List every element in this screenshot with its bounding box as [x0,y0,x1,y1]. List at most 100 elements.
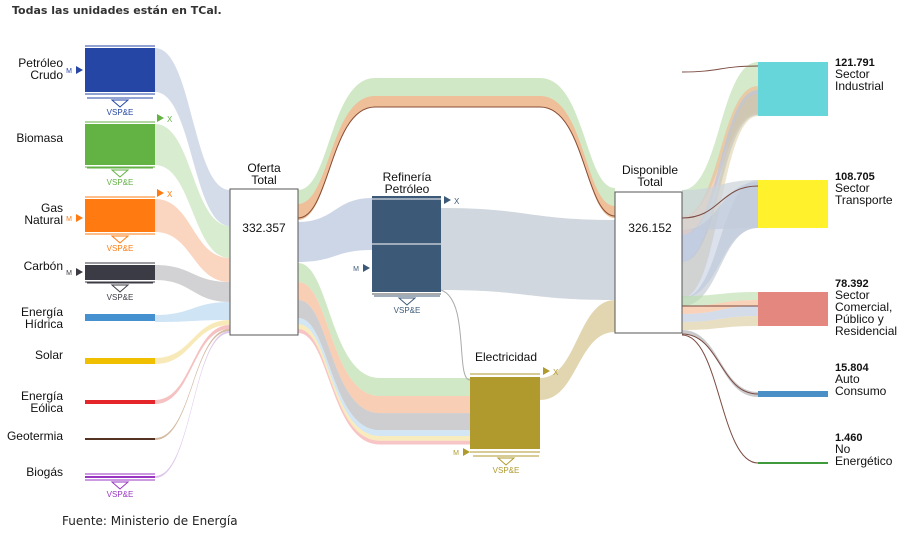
node-gas [85,199,155,232]
value-autoconsumo: 15.804 [835,362,870,374]
label-comercial-1: Comercial, [835,300,892,314]
label-geotermia-0: Geotermia [7,429,63,443]
vsp-petroleo-label: VSP&E [107,108,134,117]
node-petroleo [85,48,155,92]
label-noenergetico-0: No [835,442,851,456]
flow-edge-noenergetico [681,334,759,464]
node-solar [85,358,155,364]
label-electricidad: Electricidad [475,350,537,364]
tag-m-carbon-arrow [76,268,83,276]
label-biomasa-0: Biomasa [16,131,63,145]
tag-x-refineria-arrow [444,196,451,204]
flow-oferta-electricidad-0 [298,263,470,397]
node-geotermia [85,438,155,440]
node-disponible-total [614,191,683,334]
vsp-biogas-label: VSP&E [107,490,134,499]
label-gas-0: Gas [41,201,63,215]
node-carbon [85,265,155,280]
label-hidrica-0: Energía [21,305,63,319]
flow-oferta-electricidad-3 [298,318,470,436]
flow-edge-autoconsumo [681,333,759,395]
node-biogas [85,476,155,478]
flow-source-6 [155,325,230,404]
label-noenergetico-1: Energético [835,454,893,468]
tag-x-refineria: X [454,197,460,206]
label-industrial-1: Industrial [835,79,884,93]
tag-x-biomasa: X [167,115,173,124]
vsp-electricidad-label: VSP&E [493,466,520,475]
flow-source-1 [155,124,230,258]
vsp-biomasa-mark [110,169,130,178]
tag-m-carbon: M [66,270,72,277]
label-industrial-0: Sector [835,67,870,81]
label-petroleo-0: Petróleo [18,56,63,70]
vsp-gas-mark [110,235,130,244]
tag-m-gas: M [66,216,72,223]
vsp-refineria-label: VSP&E [394,306,421,315]
flow-source-7 [155,329,230,440]
flow-disp-industrial-2 [682,90,758,262]
flow-electricidad-disponible [540,300,615,400]
label-disponible-1: Total [637,175,662,189]
node-hidrica [85,314,155,321]
label-comercial-3: Residencial [835,324,897,338]
units-note: Todas las unidades están en TCal. [12,4,222,17]
flow-disp-comercial-0 [682,292,758,306]
flow-oferta-electricidad-2 [298,300,470,431]
label-transporte-1: Transporte [835,193,893,207]
tag-x-electricidad: X [553,368,559,377]
label-carbon-0: Carbón [24,259,63,273]
flow-disp-comercial-3 [682,316,758,330]
flow-refineria-electricidad [440,289,471,381]
value-comercial: 78.392 [835,278,869,290]
node-electricidad [470,377,540,449]
tag-x-biomasa-arrow [157,114,164,122]
label-eolica-1: Eólica [30,401,63,415]
node-industrial [758,62,828,116]
value-oferta-total: 332.357 [242,221,286,235]
tag-x-gas-arrow [157,189,164,197]
tag-m-gas-arrow [76,214,83,222]
label-biogas-0: Biogás [26,465,63,479]
label-oferta-1: Total [251,173,276,187]
node-noenergetico [758,462,828,464]
flow-oferta-electricidad-5 [298,329,470,445]
vsp-biomasa-label: VSP&E [107,178,134,187]
node-autoconsumo [758,391,828,397]
tag-m-refineria-arrow [363,264,370,272]
flow-source-3 [155,265,230,302]
value-disponible-total: 326.152 [628,221,672,235]
value-transporte: 108.705 [835,171,875,183]
label-refineria-0: Refinería [383,170,432,184]
label-solar-0: Solar [35,348,63,362]
label-autoconsumo-1: Consumo [835,384,887,398]
vsp-carbon-mark [110,284,130,293]
tag-m-petroleo: M [66,68,72,75]
vsp-gas-label: VSP&E [107,244,134,253]
vsp-petroleo-mark [110,99,130,108]
flow-oferta-electricidad-4 [298,324,470,441]
vsp-carbon-label: VSP&E [107,293,134,302]
node-oferta-total [229,188,299,336]
flow-source-2 [155,199,230,282]
node-transporte [758,180,828,228]
flow-oferta-refineria [298,198,372,262]
value-industrial: 121.791 [835,57,875,69]
label-comercial-0: Sector [835,288,870,302]
tag-m-electricidad-arrow [463,448,470,456]
label-disponible-0: Disponible [622,163,678,177]
label-refineria-1: Petróleo [385,182,430,196]
label-autoconsumo-0: Auto [835,372,860,386]
node-biomasa [85,124,155,165]
tag-m-electricidad: M [453,450,459,457]
tag-m-refineria: M [353,266,359,273]
value-noenergetico: 1.460 [835,432,863,444]
node-comercial [758,292,828,326]
flow-disp-transporte-1 [682,182,758,298]
label-hidrica-1: Hídrica [25,317,63,331]
label-gas-1: Natural [24,213,63,227]
vsp-electricidad-mark [496,457,516,466]
tag-x-electricidad-arrow [543,367,550,375]
flow-oferta-electricidad-1 [298,282,470,414]
